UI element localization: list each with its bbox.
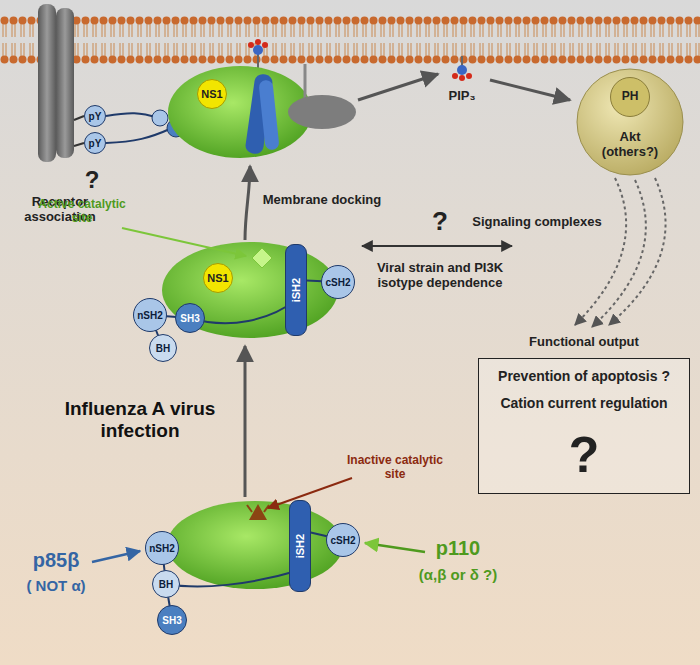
node-text: BH bbox=[156, 343, 170, 354]
akt-body bbox=[577, 69, 683, 175]
arrow bbox=[92, 551, 140, 562]
node-text: NS1 bbox=[207, 272, 228, 284]
bh-domain: BH bbox=[152, 570, 180, 598]
node-text: Akt (others?) bbox=[595, 130, 665, 159]
sh2-domain: cSH2 bbox=[321, 265, 355, 299]
step-label: Membrane docking bbox=[263, 193, 381, 208]
double-arrow bbox=[362, 245, 512, 247]
leader-line bbox=[122, 228, 246, 256]
node-text: nSH2 bbox=[137, 310, 163, 321]
output-box: Prevention of apoptosis ? Cation current … bbox=[478, 358, 690, 494]
ish2-domain: iSH2 bbox=[289, 500, 311, 592]
step-label: Influenza A virus infection bbox=[53, 398, 228, 442]
node-text: NS1 bbox=[201, 88, 222, 100]
callout-label: Active catalytic site bbox=[37, 198, 127, 226]
step-label: Functional output bbox=[529, 335, 639, 350]
subunit-label: p85β bbox=[33, 549, 80, 572]
pi3k-membrane-complex bbox=[168, 39, 356, 158]
question-mark: ? bbox=[85, 166, 100, 194]
receptor bbox=[38, 4, 185, 162]
sh3-domain: SH3 bbox=[175, 303, 205, 333]
arrow bbox=[244, 346, 247, 497]
subunit-label: (α,β or δ ?) bbox=[419, 566, 497, 583]
question-mark: ? bbox=[569, 428, 600, 483]
step-label: Signaling complexes bbox=[472, 215, 601, 230]
sh2-domain: nSH2 bbox=[145, 531, 179, 565]
ns1-protein: NS1 bbox=[203, 263, 233, 293]
pi3k-active-complex bbox=[150, 242, 338, 348]
output-item: Cation current regulation bbox=[500, 396, 667, 411]
pip3-molecule bbox=[452, 56, 472, 81]
node-text: SH3 bbox=[180, 313, 199, 324]
ns1-protein: NS1 bbox=[197, 79, 227, 109]
arrow bbox=[245, 166, 250, 240]
sh3-domain: SH3 bbox=[157, 605, 187, 635]
node-text: iSH2 bbox=[294, 534, 306, 558]
question-mark: ? bbox=[432, 207, 448, 237]
node-text: nSH2 bbox=[149, 543, 175, 554]
note-label: Viral strain and PI3K isotype dependence bbox=[355, 261, 525, 291]
phosphotyrosine: pY bbox=[84, 105, 106, 127]
node-text: iSH2 bbox=[290, 278, 302, 302]
sh2-domain: cSH2 bbox=[326, 523, 360, 557]
pi3k-inactive-complex bbox=[162, 501, 343, 620]
membrane bbox=[0, 16, 700, 64]
arrow bbox=[358, 74, 438, 100]
leader-line bbox=[268, 478, 352, 508]
signaling-arrows bbox=[575, 178, 666, 327]
node-text: cSH2 bbox=[325, 277, 350, 288]
node-text: pY bbox=[89, 111, 102, 122]
subunit-label: p110 bbox=[436, 537, 480, 560]
node-text: cSH2 bbox=[330, 535, 355, 546]
sh2-domain: nSH2 bbox=[133, 298, 167, 332]
node-text: BH bbox=[159, 579, 173, 590]
subunit-label: ( NOT α) bbox=[26, 577, 85, 594]
node-text: SH3 bbox=[162, 615, 181, 626]
molecule-label: PIP₃ bbox=[449, 89, 476, 104]
callout-label: Inactive catalytic site bbox=[345, 454, 445, 482]
akt-kinase: Akt (others?) PH bbox=[577, 69, 683, 175]
node-text: PH bbox=[622, 90, 639, 103]
arrow bbox=[490, 80, 570, 100]
ish2-domain: iSH2 bbox=[285, 244, 307, 336]
phosphotyrosine: pY bbox=[84, 132, 106, 154]
output-item: Prevention of apoptosis ? bbox=[498, 369, 670, 384]
node-text: pY bbox=[89, 138, 102, 149]
bh-domain: BH bbox=[149, 334, 177, 362]
ph-domain: PH bbox=[610, 77, 650, 117]
arrow bbox=[365, 543, 425, 552]
